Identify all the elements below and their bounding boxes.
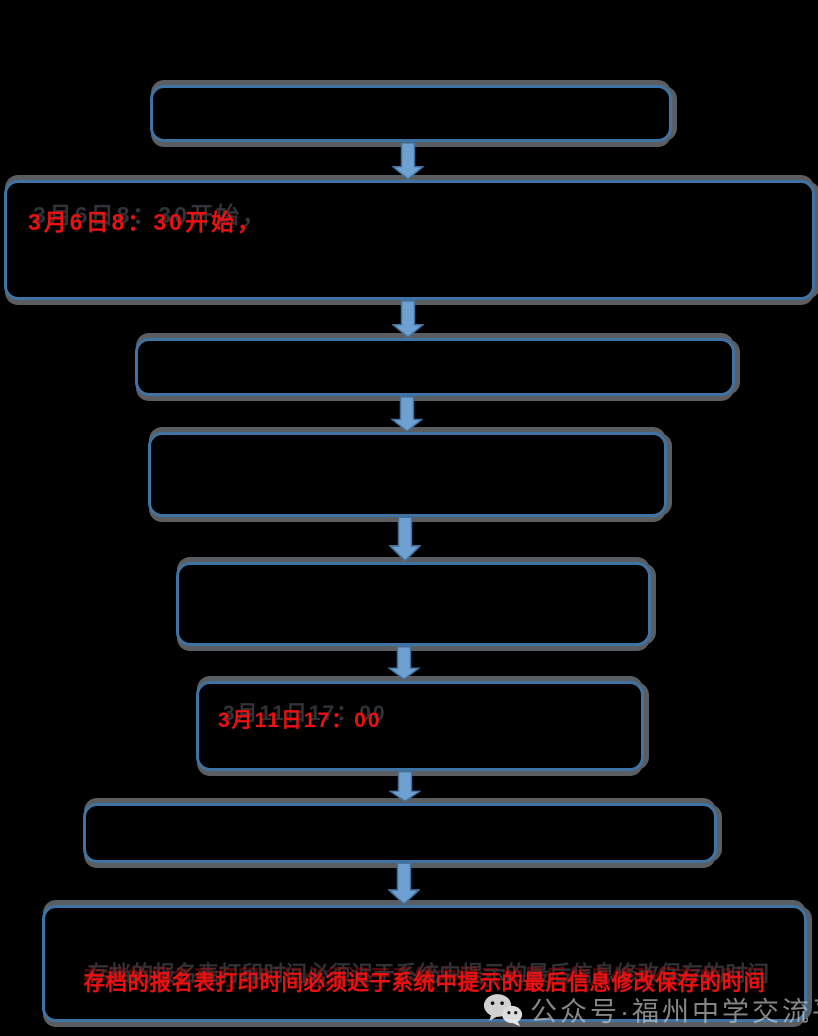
arrow-down-icon: [389, 516, 421, 562]
flow-step-2: 3月6日8：30开始，: [4, 180, 815, 300]
flow-step-4: [148, 432, 667, 517]
flow-step-8-highlight-text: 存档的报名表打印时间必须迟于系统中提示的最后信息修改保存的时间: [83, 971, 766, 995]
arrow-down-icon: [388, 646, 420, 680]
flow-step-6-highlight-text: 3月11日17：00: [218, 709, 382, 732]
wechat-icon: [483, 993, 523, 1026]
flow-step-7: [83, 803, 717, 863]
flow-step-2-highlight-text: 3月6日8：30开始，: [28, 209, 263, 235]
arrow-down-icon: [392, 142, 424, 180]
flow-step-8: 存档的报名表打印时间必须迟于系统中提示的最后信息修改保存的时间: [42, 905, 807, 1022]
arrow-down-icon: [389, 771, 421, 802]
arrow-down-icon: [392, 300, 424, 338]
watermark: 公众号·福州中学交流平台: [483, 990, 818, 1029]
watermark-text: 公众号·福州中学交流平台: [530, 997, 818, 1027]
arrow-down-icon: [391, 396, 423, 432]
flow-step-5: [176, 562, 651, 646]
flow-step-6: 3月11日17：00: [196, 681, 644, 771]
flow-step-3: [135, 338, 735, 396]
flow-step-1: [150, 85, 672, 142]
arrow-down-icon: [388, 862, 420, 905]
